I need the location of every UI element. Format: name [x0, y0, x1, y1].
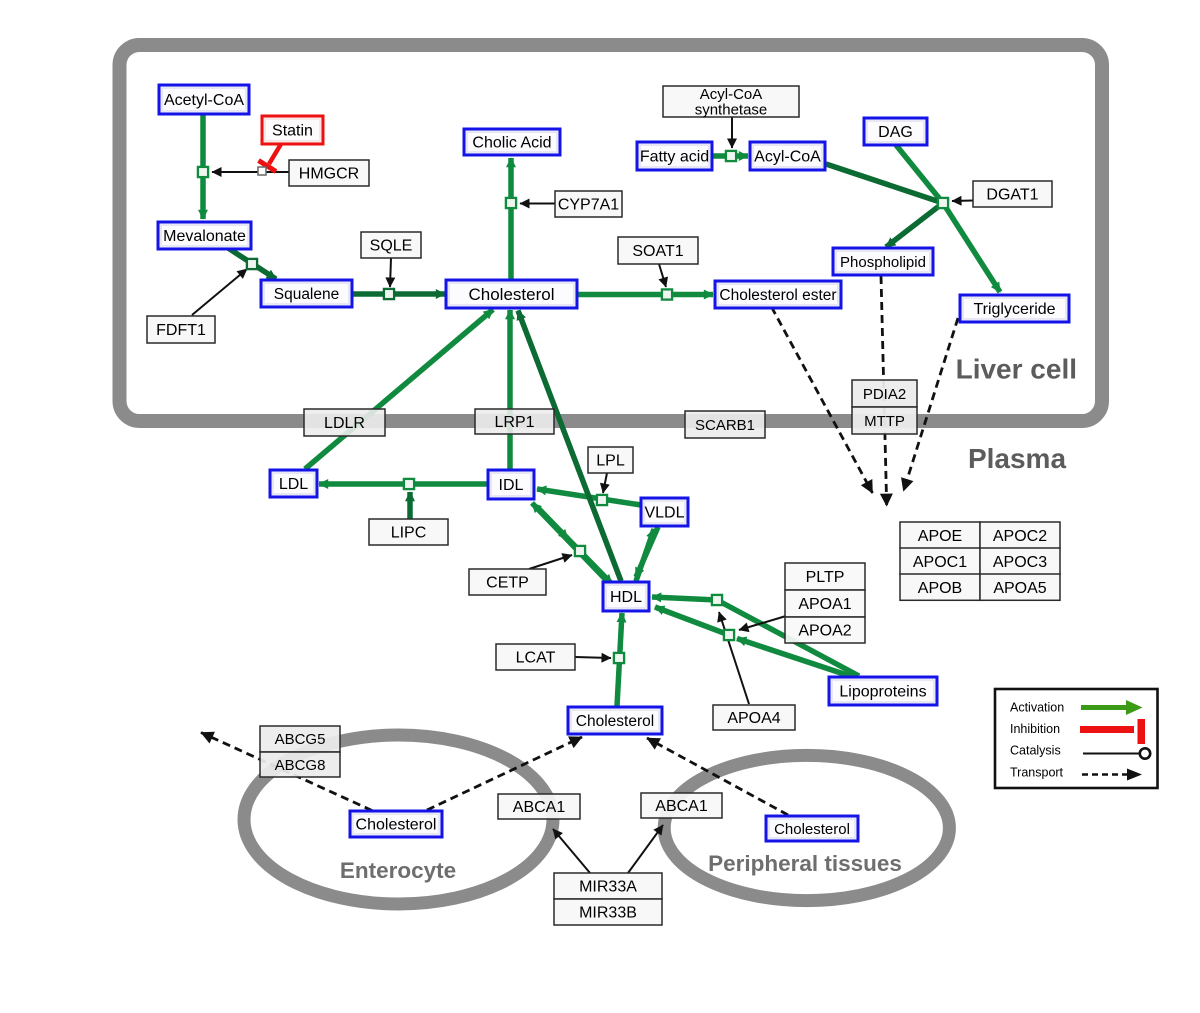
svg-text:Plasma: Plasma [968, 443, 1066, 474]
svg-text:SOAT1: SOAT1 [632, 243, 683, 260]
svg-text:Cholesterol: Cholesterol [576, 713, 654, 730]
svg-text:Squalene: Squalene [274, 286, 340, 303]
svg-text:IDL: IDL [499, 477, 524, 494]
svg-text:Phospholipid: Phospholipid [840, 254, 926, 271]
svg-text:HMGCR: HMGCR [299, 166, 359, 183]
svg-text:LPL: LPL [596, 453, 625, 470]
svg-text:Acyl-CoA: Acyl-CoA [700, 86, 763, 103]
svg-text:SQLE: SQLE [370, 238, 413, 255]
svg-text:Transport: Transport [1010, 766, 1064, 780]
svg-text:LDLR: LDLR [324, 415, 365, 432]
svg-text:Cholesterol: Cholesterol [774, 821, 850, 838]
svg-text:MIR33A: MIR33A [579, 879, 637, 896]
svg-text:APOC3: APOC3 [993, 554, 1047, 571]
svg-text:APOA5: APOA5 [993, 580, 1046, 597]
svg-text:PLTP: PLTP [806, 569, 845, 586]
svg-text:Inhibition: Inhibition [1010, 722, 1060, 736]
svg-text:CETP: CETP [486, 575, 529, 592]
svg-text:DAG: DAG [878, 124, 913, 141]
svg-text:Cholic Acid: Cholic Acid [472, 135, 551, 152]
svg-text:Catalysis: Catalysis [1010, 744, 1061, 758]
svg-text:Statin: Statin [272, 123, 313, 140]
svg-text:Cholesterol: Cholesterol [356, 817, 437, 834]
svg-text:FDFT1: FDFT1 [156, 322, 206, 339]
svg-text:ABCG5: ABCG5 [275, 731, 326, 748]
svg-text:Acetyl-CoA: Acetyl-CoA [164, 92, 244, 109]
svg-text:APOC2: APOC2 [993, 528, 1047, 545]
svg-text:Cholesterol: Cholesterol [469, 285, 555, 304]
svg-text:Liver cell: Liver cell [956, 354, 1077, 385]
svg-text:SCARB1: SCARB1 [695, 417, 755, 434]
svg-text:Acyl-CoA: Acyl-CoA [754, 149, 821, 166]
svg-text:LRP1: LRP1 [494, 414, 534, 431]
svg-text:Lipoproteins: Lipoproteins [839, 684, 926, 701]
svg-text:Fatty acid: Fatty acid [640, 149, 709, 166]
svg-text:LIPC: LIPC [391, 525, 427, 542]
svg-text:Mevalonate: Mevalonate [163, 228, 246, 245]
svg-text:Activation: Activation [1010, 701, 1064, 715]
svg-text:APOE: APOE [918, 528, 962, 545]
svg-text:Enterocyte: Enterocyte [340, 858, 456, 883]
svg-text:PDIA2: PDIA2 [863, 386, 906, 403]
svg-text:HDL: HDL [610, 589, 642, 606]
svg-text:CYP7A1: CYP7A1 [558, 197, 619, 214]
svg-text:APOC1: APOC1 [913, 554, 967, 571]
svg-text:LCAT: LCAT [516, 650, 556, 667]
svg-text:APOA2: APOA2 [798, 623, 851, 640]
svg-text:MTTP: MTTP [864, 413, 905, 430]
svg-text:Cholesterol ester: Cholesterol ester [719, 287, 836, 304]
svg-text:synthetase: synthetase [695, 102, 768, 119]
svg-text:ABCA1: ABCA1 [655, 798, 708, 815]
svg-text:APOA1: APOA1 [798, 596, 851, 613]
svg-text:APOA4: APOA4 [727, 710, 780, 727]
svg-text:Peripheral tissues: Peripheral tissues [708, 851, 902, 876]
svg-text:ABCG8: ABCG8 [275, 757, 326, 774]
svg-text:APOB: APOB [918, 580, 962, 597]
svg-text:VLDL: VLDL [644, 505, 684, 522]
svg-text:ABCA1: ABCA1 [513, 799, 566, 816]
svg-text:MIR33B: MIR33B [579, 905, 637, 922]
svg-text:DGAT1: DGAT1 [986, 187, 1038, 204]
svg-text:Triglyceride: Triglyceride [973, 301, 1055, 318]
svg-text:LDL: LDL [279, 476, 308, 493]
